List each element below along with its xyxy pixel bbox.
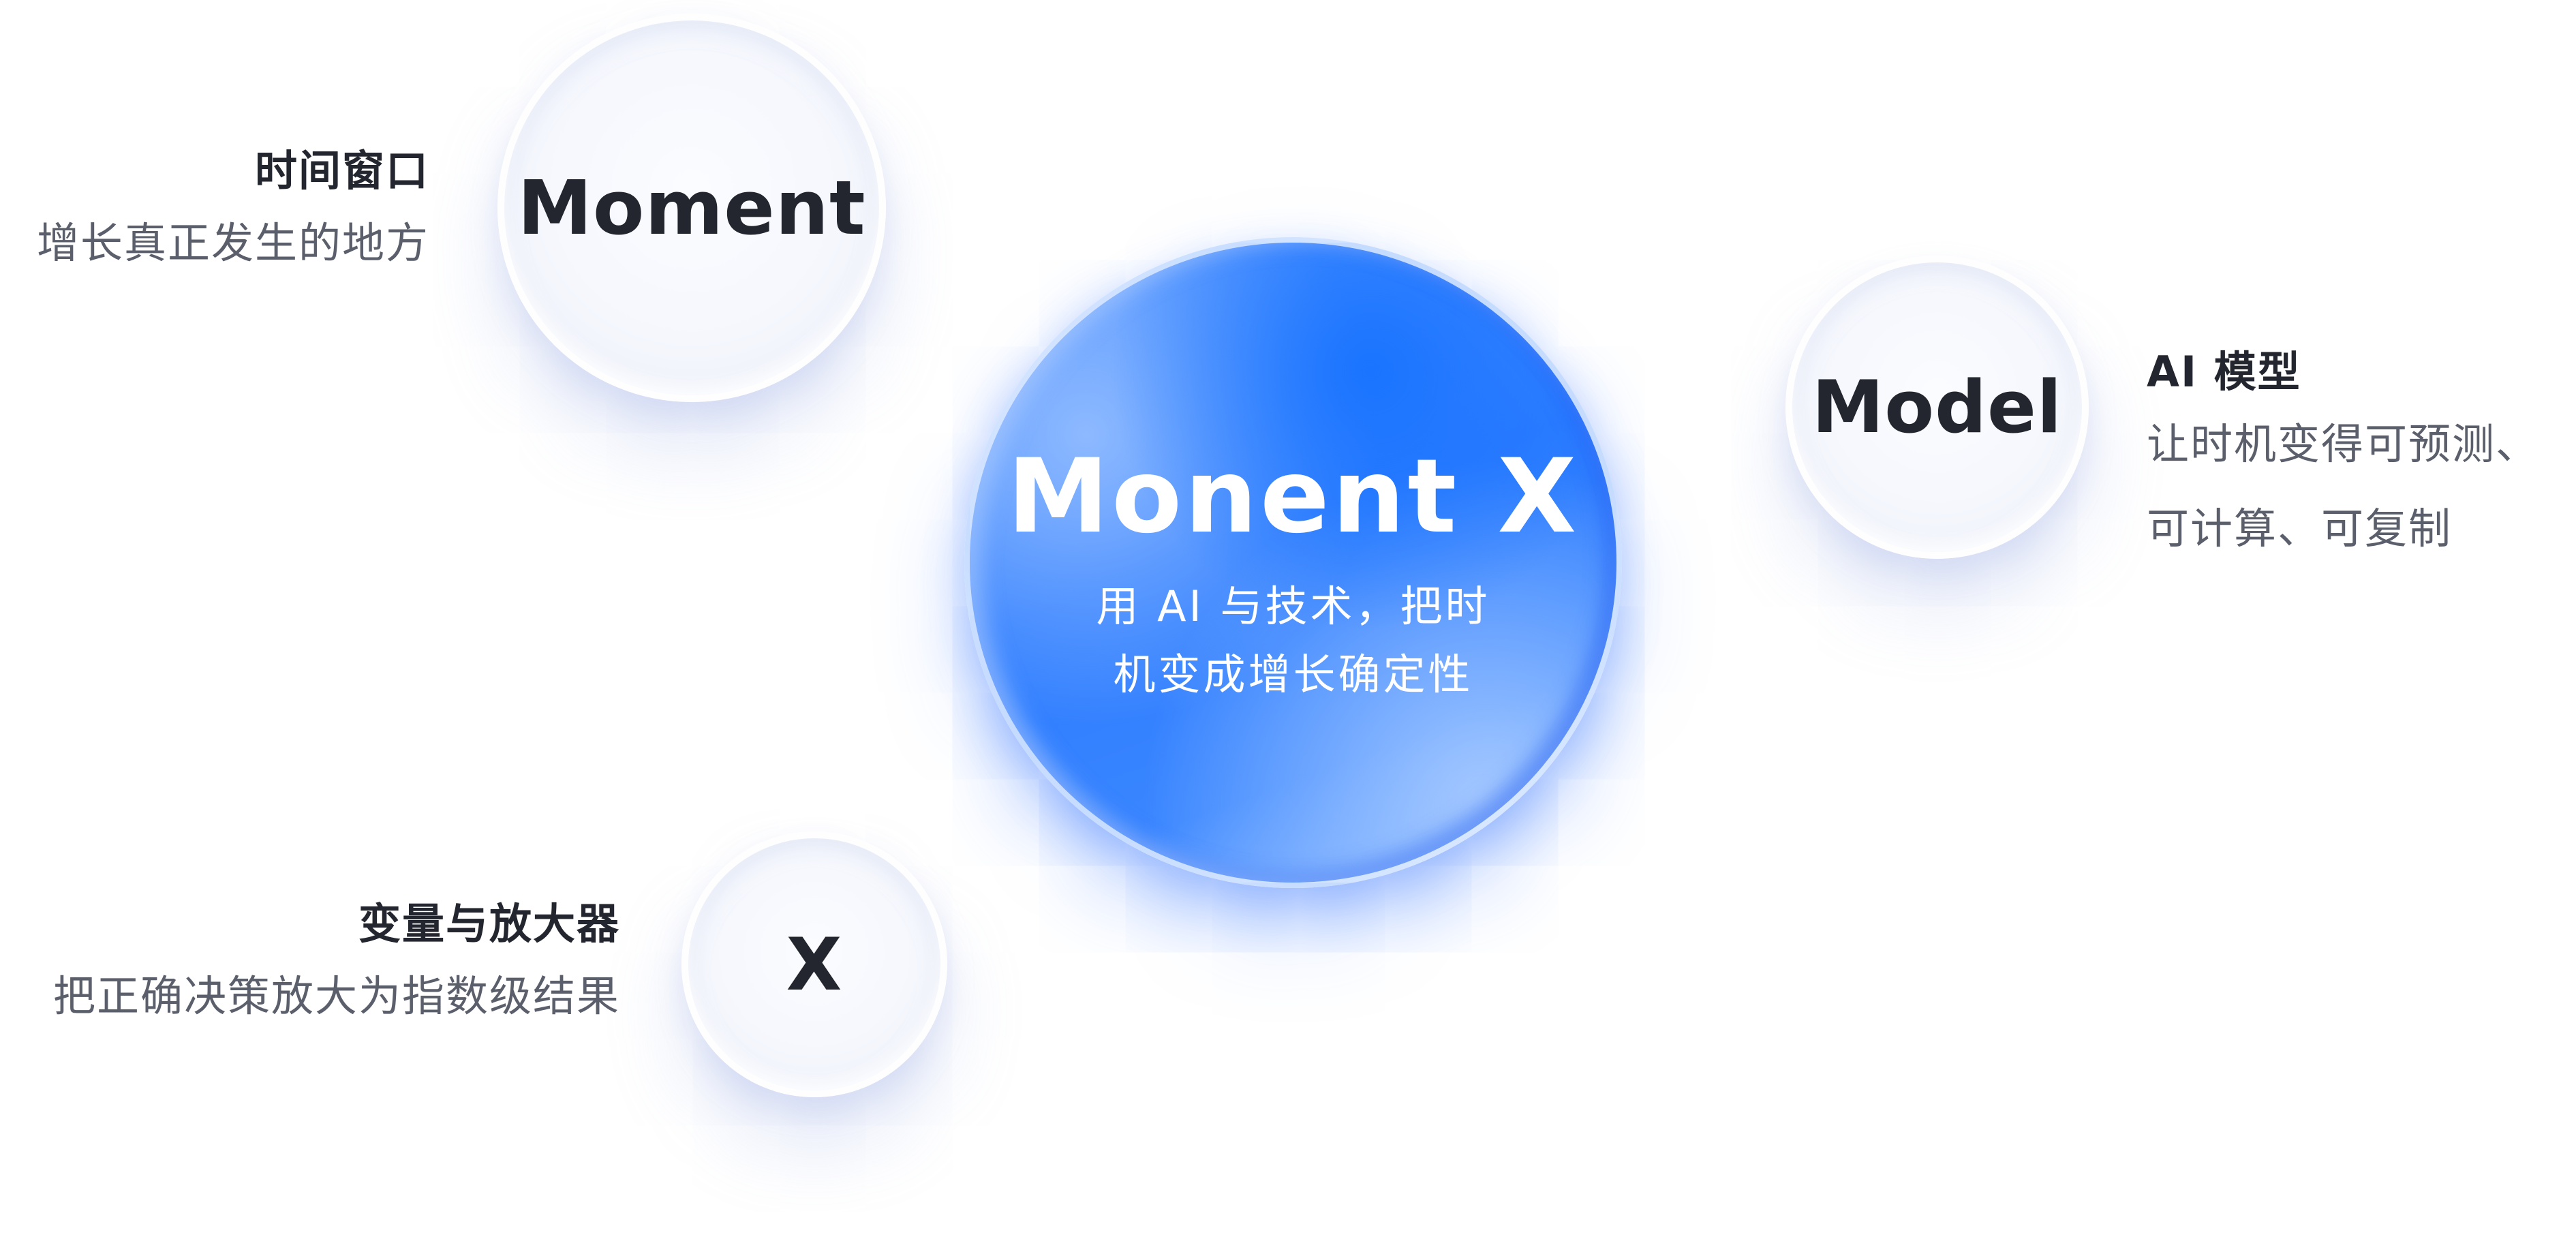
core-title: Monent X [1007,437,1580,556]
model-caption-desc-line-2: 可计算、可复制 [2147,504,2453,553]
x-caption: 变量与放大器 把正确决策放大为指数级结果 [53,889,620,1042]
x-caption-title: 变量与放大器 [358,899,620,949]
x-label: X [786,922,843,1007]
model-label: Model [1811,365,2063,449]
moment-caption-desc: 增长真正发生的地方 [36,218,429,268]
model-caption-title: AI 模型 [2147,347,2301,397]
x-caption-desc: 把正确决策放大为指数级结果 [52,971,620,1021]
x-bubble: X [681,831,947,1097]
moment-caption-title: 时间窗口 [254,146,429,196]
moment-caption: 时间窗口 增长真正发生的地方 [37,136,429,289]
monent-x-core-bubble: Monent X 用 AI 与技术，把时 机变成增长确定性 [964,237,1622,888]
model-caption: AI 模型 让时机变得可预测、 可计算、可复制 [2147,337,2539,575]
core-subtitle: 用 AI 与技术，把时 机变成增长确定性 [1096,572,1490,709]
model-caption-desc-line-1: 让时机变得可预测、 [2147,419,2540,469]
core-subtitle-line-1: 用 AI 与技术，把时 [1096,581,1490,631]
model-bubble: Model [1785,256,2089,559]
moment-bubble: Moment [497,14,886,402]
moment-label: Moment [517,164,866,251]
core-subtitle-line-2: 机变成增长确定性 [1113,649,1473,699]
